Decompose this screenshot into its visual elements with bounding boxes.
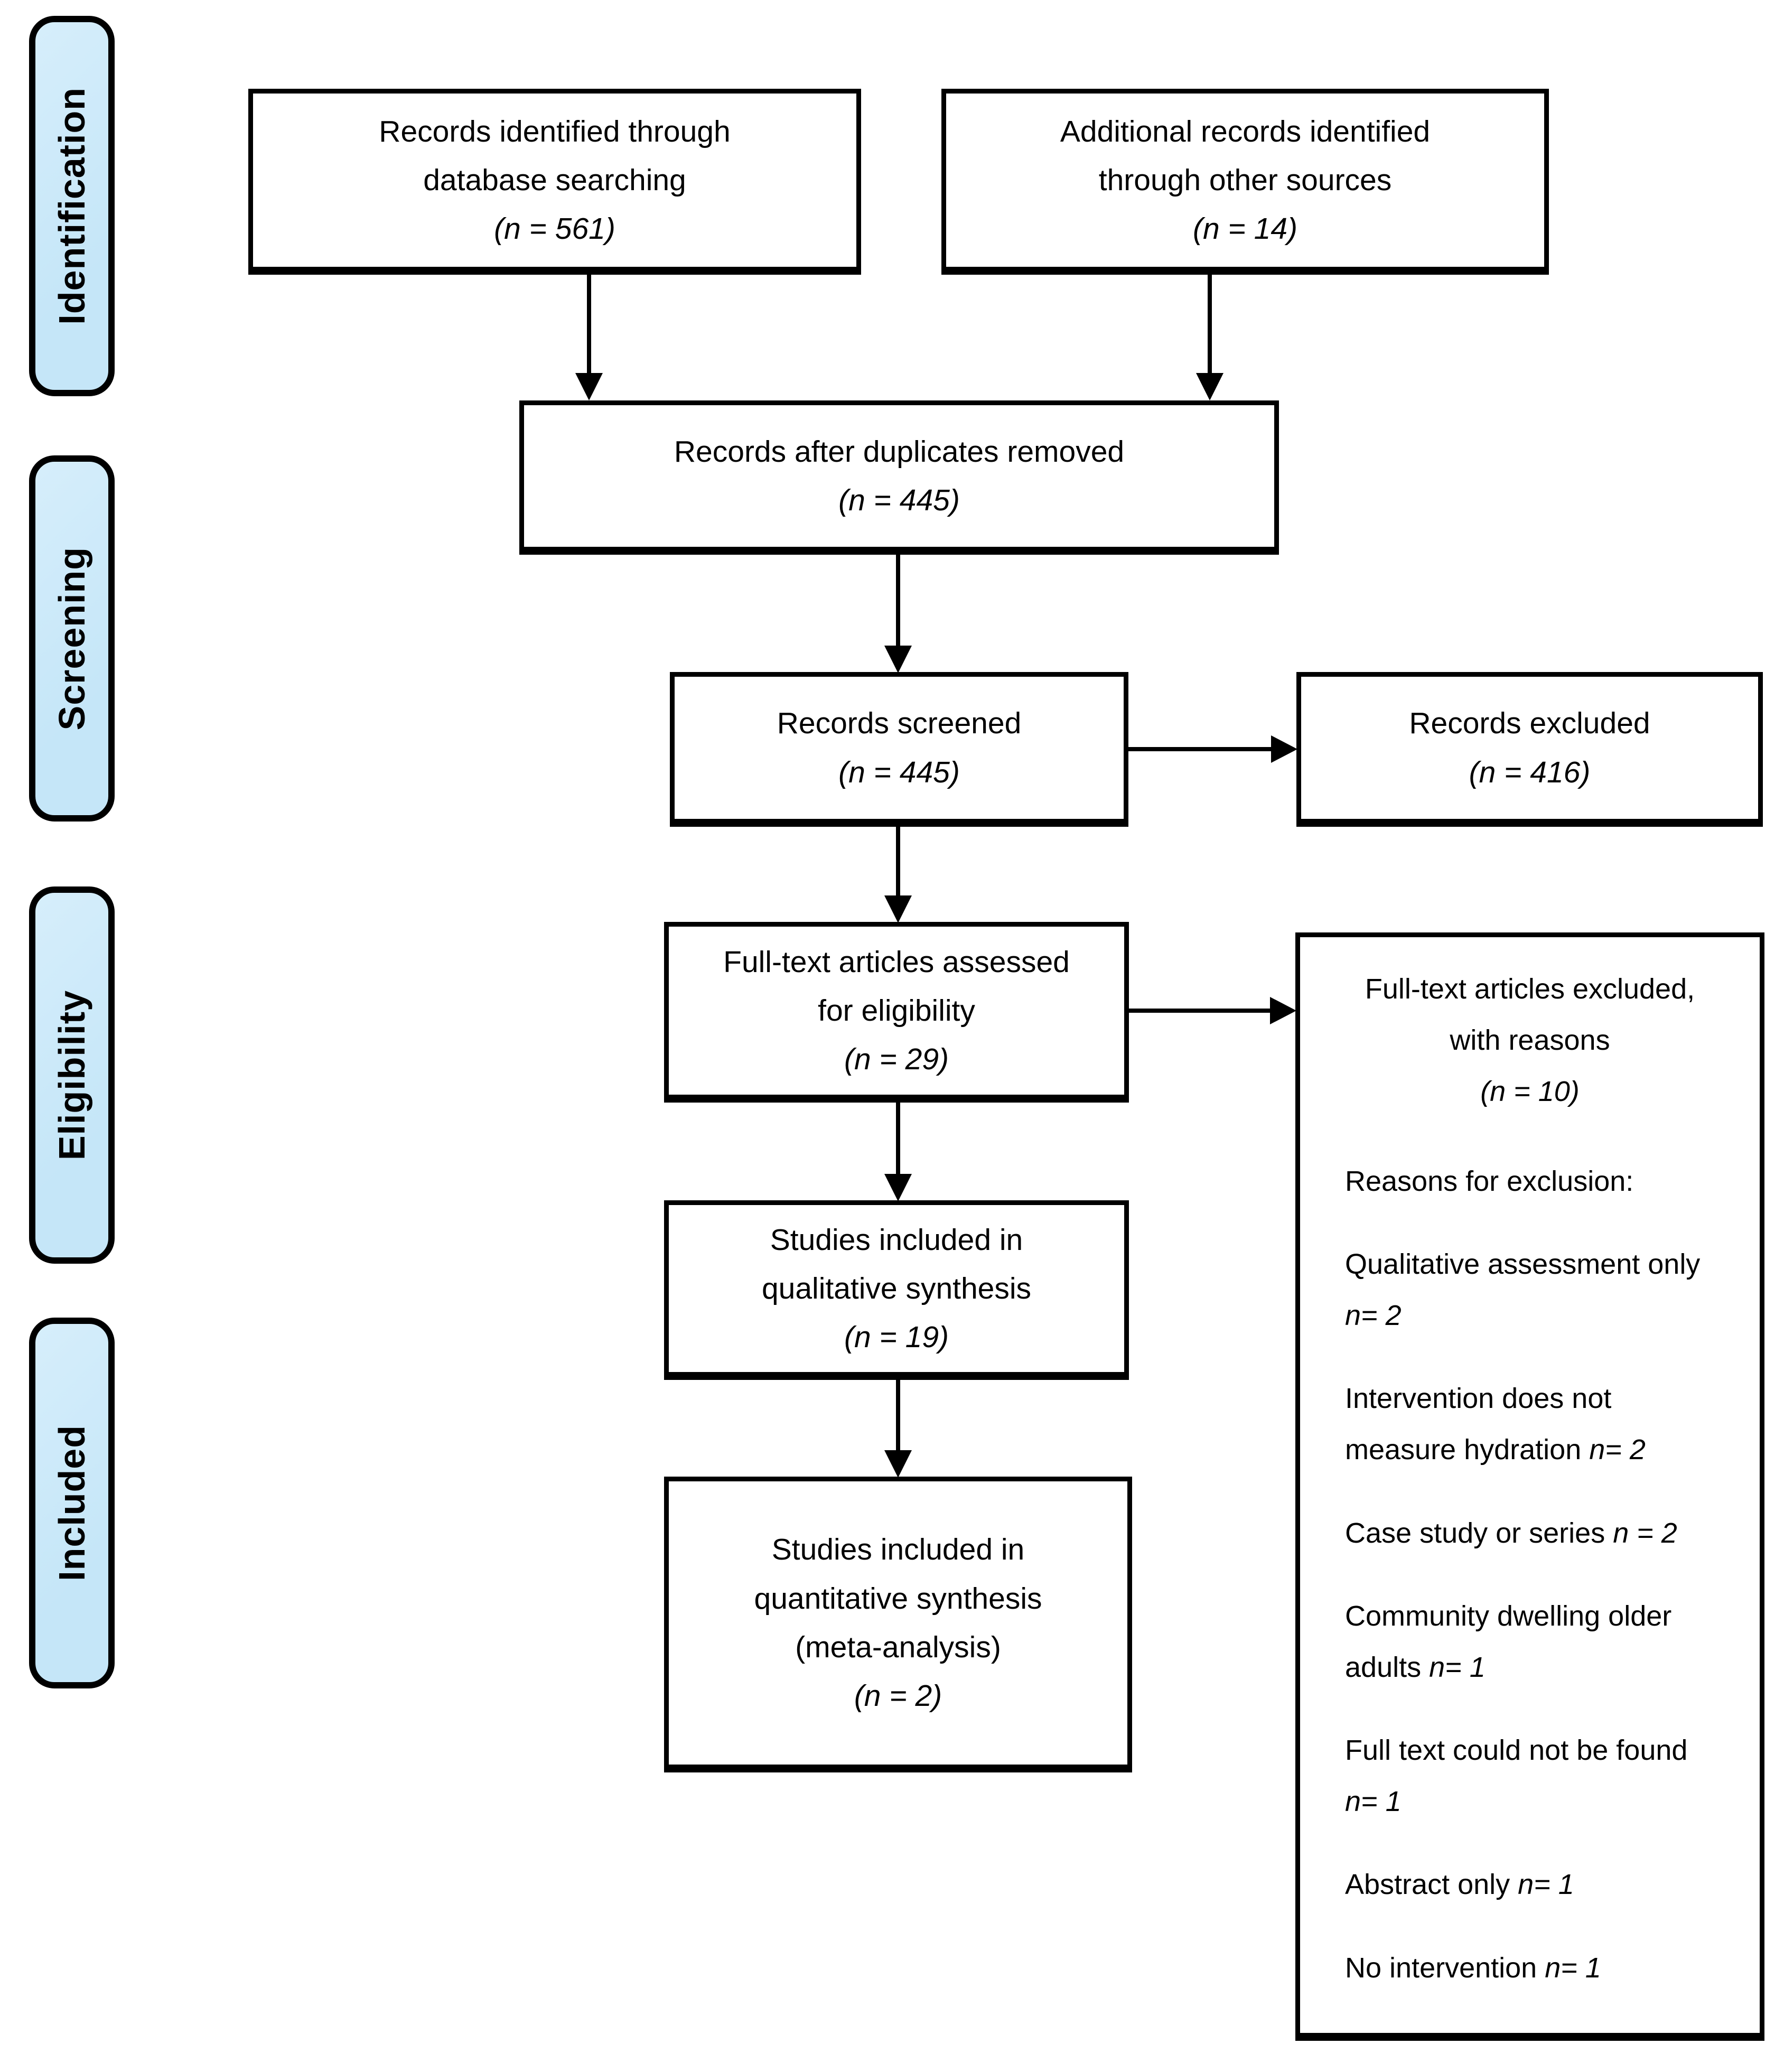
stage-label: Included (51, 1425, 92, 1581)
stage-included: Included (29, 1318, 115, 1688)
box-text-line: Studies included in (771, 1533, 1025, 1567)
box-quantitative-synthesis: Studies included in quantitative synthes… (664, 1477, 1132, 1772)
arrowhead-right-icon (1270, 997, 1296, 1024)
reasons-heading: Reasons for exclusion: (1345, 1165, 1634, 1197)
reason-text: Community dwelling older adults (1345, 1600, 1672, 1683)
fulltext-excluded-header: Full-text articles excluded, with reason… (1345, 964, 1715, 1118)
exclusion-reason: Case study or series n = 2 (1345, 1508, 1715, 1559)
reason-text: Abstract only (1345, 1869, 1510, 1901)
box-text-line: Full-text articles assessed (723, 945, 1070, 979)
box-text-line: quantitative synthesis (754, 1581, 1042, 1616)
arrowhead-down-icon (884, 1450, 912, 1478)
arrow-screened-to-fulltext (896, 826, 900, 897)
box-count: (n = 561) (494, 212, 615, 246)
exclusion-reason: Full text could not be found n= 1 (1345, 1725, 1715, 1827)
reason-count: n= 1 (1545, 1952, 1601, 1984)
stage-label: Eligibility (51, 990, 92, 1161)
box-count: (n = 416) (1469, 755, 1591, 789)
reason-count: n = 2 (1613, 1517, 1677, 1549)
stage-identification: Identification (29, 16, 115, 396)
box-records-identified: Records identified through database sear… (248, 89, 861, 275)
arrowhead-down-icon (575, 373, 603, 400)
box-count: (n = 10) (1480, 1076, 1580, 1108)
box-text-line: Full-text articles excluded, (1365, 973, 1695, 1005)
stage-label: Screening (51, 546, 92, 731)
box-text-line: Records excluded (1409, 706, 1650, 741)
arrow-duplicates-to-screened (896, 554, 900, 647)
box-count: (n = 445) (838, 483, 960, 517)
box-fulltext-assessed: Full-text articles assessed for eligibil… (664, 922, 1129, 1103)
exclusion-reason: Intervention does not measure hydration … (1345, 1373, 1715, 1476)
box-count: (n = 19) (844, 1320, 949, 1355)
box-text-line: Records identified through (379, 114, 731, 148)
arrow-identified-to-duplicates (587, 273, 591, 374)
box-fulltext-excluded: Full-text articles excluded, with reason… (1295, 932, 1764, 2041)
arrow-fulltext-to-qualitative (896, 1102, 900, 1175)
reason-count: n= 2 (1345, 1299, 1402, 1331)
stage-label: Identification (51, 87, 92, 325)
exclusion-reason: Abstract only n= 1 (1345, 1859, 1715, 1910)
box-text-line: for eligibility (818, 993, 975, 1028)
box-count: (n = 29) (844, 1042, 949, 1077)
box-text-line: through other sources (1098, 163, 1392, 197)
exclusion-reason: Qualitative assessment only n= 2 (1345, 1239, 1715, 1341)
box-text-line: Records screened (777, 706, 1022, 741)
arrow-screened-to-excluded (1128, 747, 1271, 751)
box-count: (n = 14) (1192, 212, 1298, 246)
box-text-line: qualitative synthesis (761, 1271, 1032, 1305)
reason-text: Intervention does not measure hydration (1345, 1383, 1612, 1466)
arrowhead-right-icon (1271, 735, 1297, 763)
reason-text: Case study or series (1345, 1517, 1605, 1549)
box-count: (n = 2) (854, 1679, 942, 1713)
stage-screening: Screening (29, 455, 115, 822)
box-records-excluded: Records excluded (n = 416) (1296, 672, 1763, 827)
arrowhead-down-icon (884, 646, 912, 673)
arrow-qualitative-to-quantitative (896, 1379, 900, 1451)
box-duplicates-removed: Records after duplicates removed (n = 44… (519, 400, 1279, 555)
arrowhead-down-icon (1196, 373, 1223, 400)
reason-text: Full text could not be found (1345, 1734, 1688, 1767)
reason-count: n= 1 (1429, 1651, 1486, 1683)
box-additional-records: Additional records identified through ot… (941, 89, 1549, 275)
reason-count: n= 1 (1345, 1786, 1402, 1818)
box-records-screened: Records screened (n = 445) (670, 672, 1128, 827)
box-text-line: Records after duplicates removed (674, 434, 1125, 469)
box-text-line: Studies included in (770, 1222, 1023, 1257)
exclusion-reason: No intervention n= 1 (1345, 1943, 1715, 1994)
arrowhead-down-icon (884, 895, 912, 923)
stage-eligibility: Eligibility (29, 886, 115, 1264)
box-text-line: (meta-analysis) (795, 1630, 1001, 1664)
box-text-line: database searching (423, 163, 686, 197)
reason-text: Qualitative assessment only (1345, 1248, 1701, 1280)
box-qualitative-synthesis: Studies included in qualitative synthesi… (664, 1200, 1129, 1380)
arrow-additional-to-duplicates (1208, 273, 1212, 374)
reason-count: n= 1 (1518, 1869, 1574, 1901)
exclusion-reason: Community dwelling older adults n= 1 (1345, 1591, 1715, 1693)
box-count: (n = 445) (838, 755, 960, 789)
arrow-fulltext-to-excluded (1129, 1009, 1270, 1013)
exclusion-reasons-list: Qualitative assessment only n= 2 Interve… (1345, 1207, 1715, 1994)
box-text-line: with reasons (1450, 1024, 1610, 1057)
box-text-line: Additional records identified (1060, 114, 1431, 148)
reason-text: No intervention (1345, 1952, 1537, 1984)
reason-count: n= 2 (1589, 1434, 1646, 1466)
arrowhead-down-icon (884, 1174, 912, 1201)
